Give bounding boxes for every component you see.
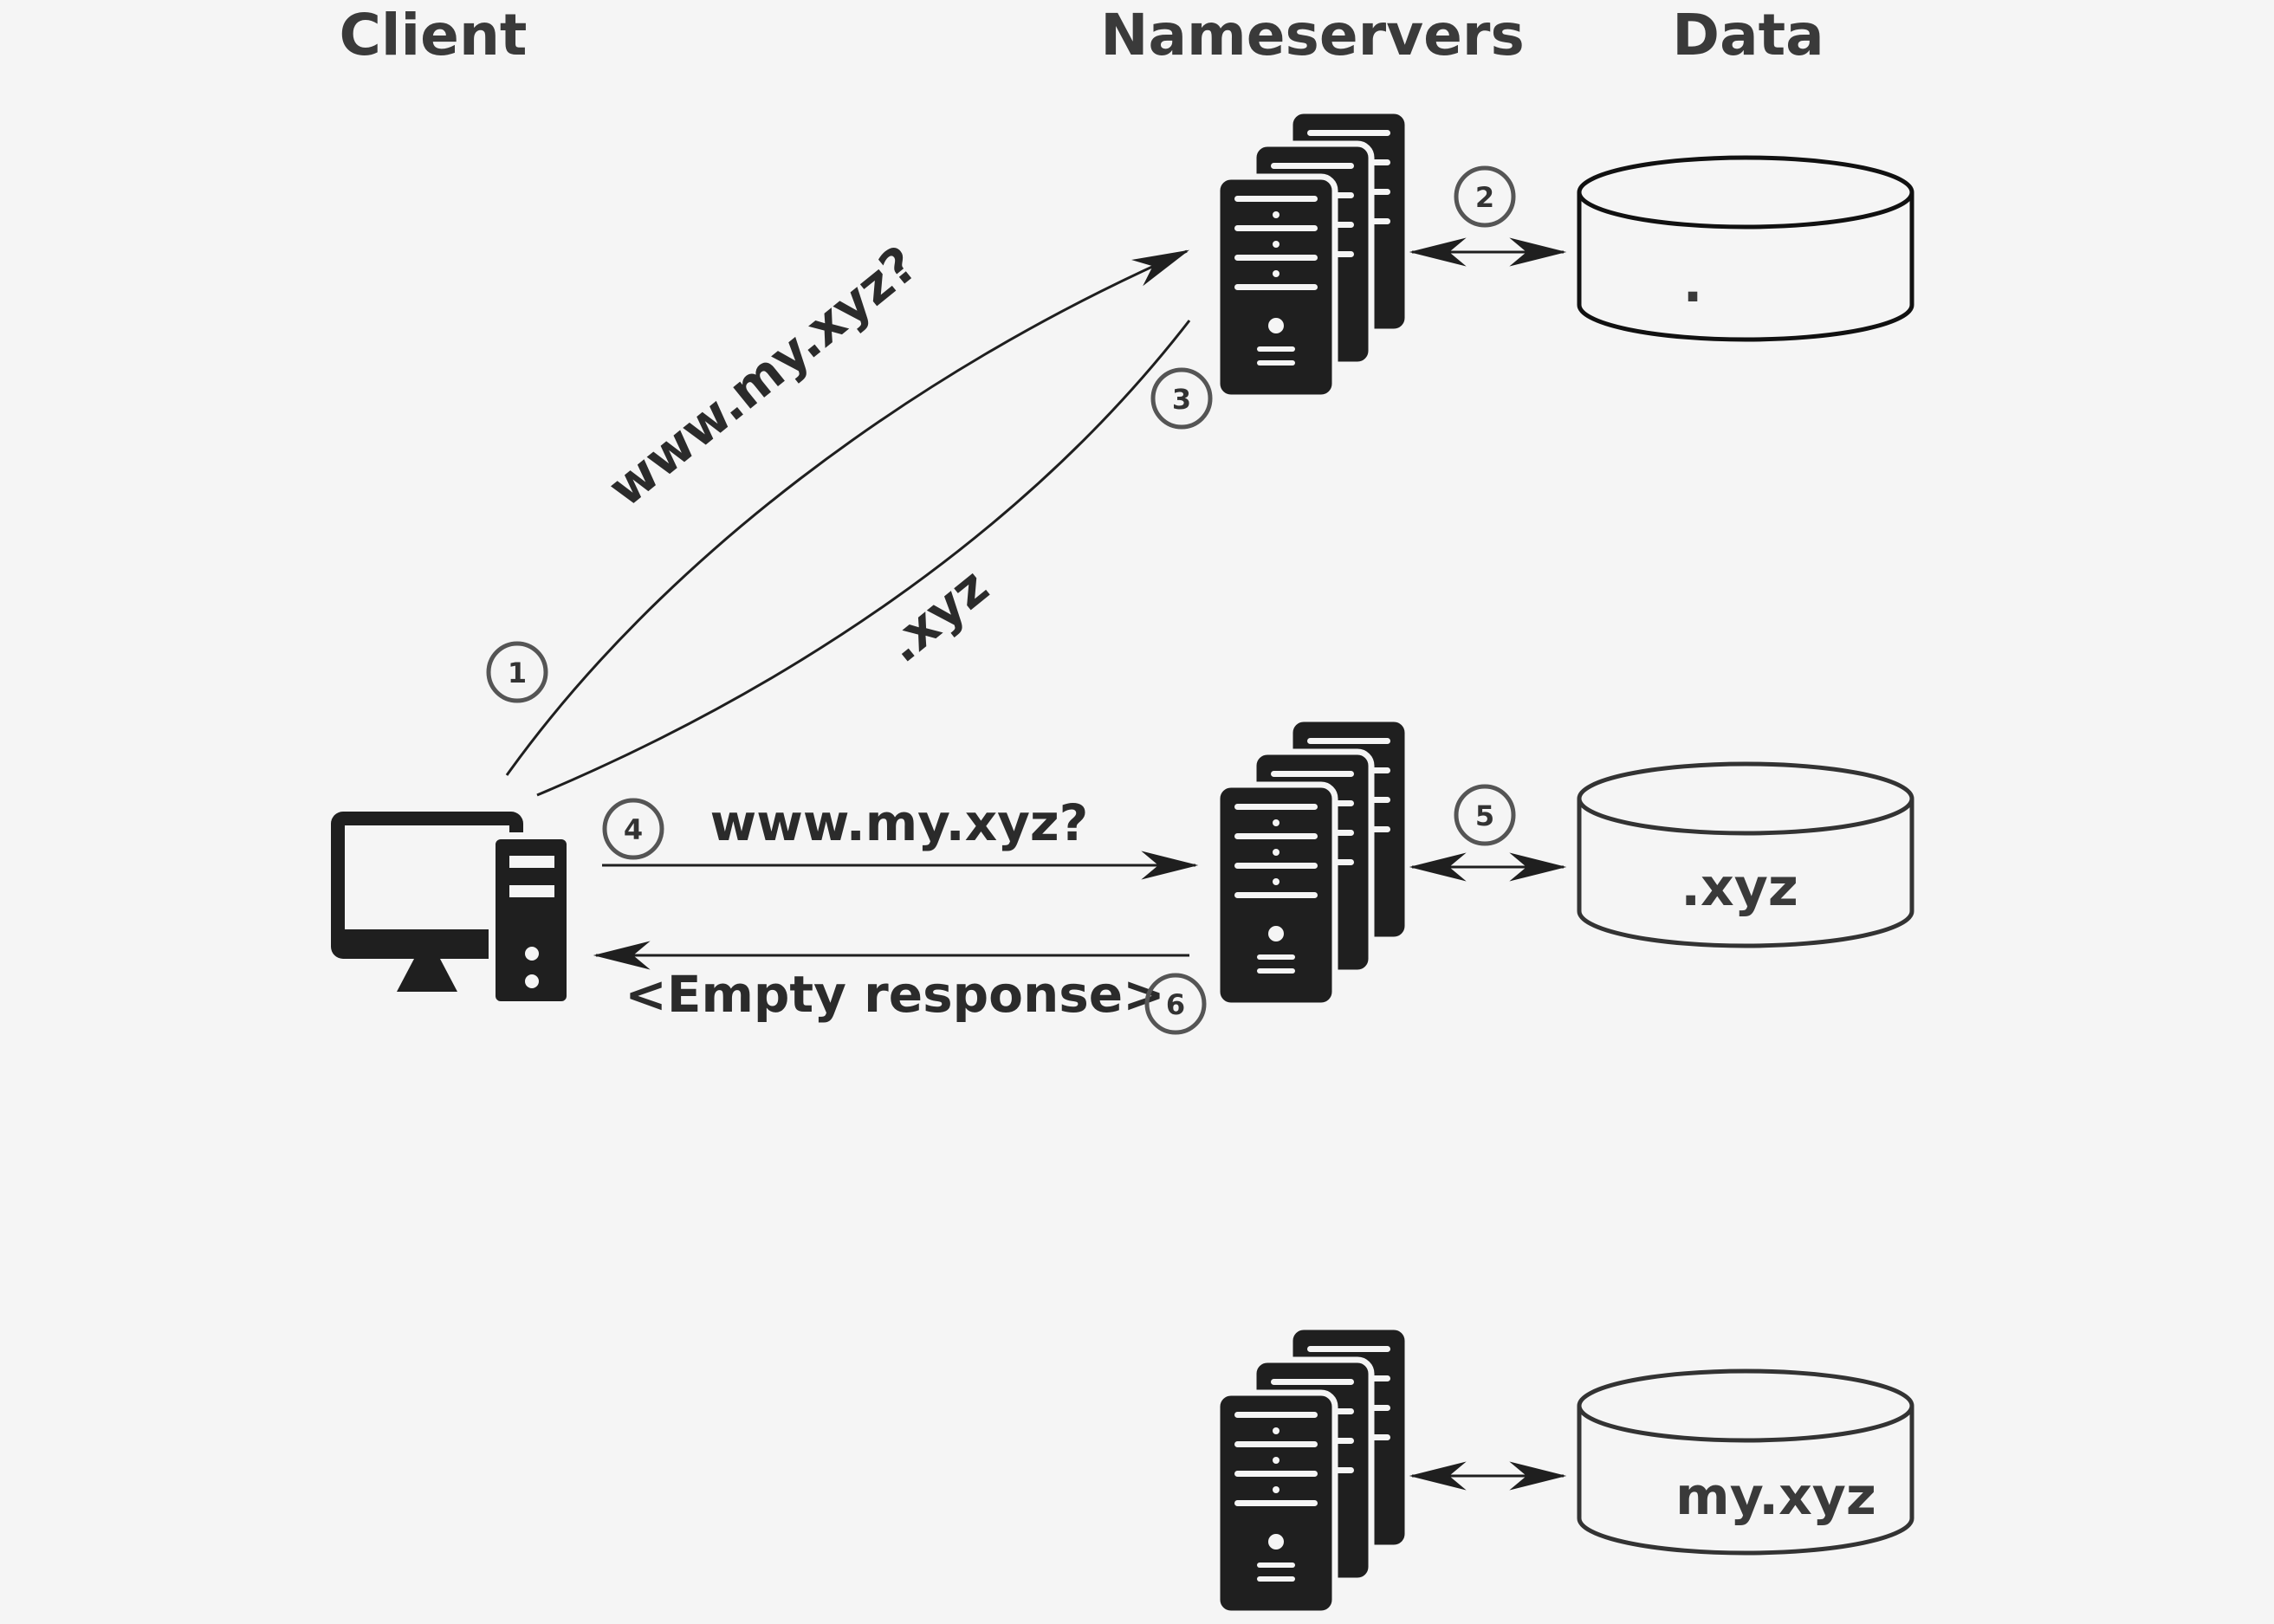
- referral-root-label: .xyz: [874, 557, 1000, 674]
- step-marker: 3: [1150, 367, 1213, 430]
- response-tld-label: <Empty response>: [625, 965, 1164, 1024]
- step-number: 1: [508, 657, 527, 689]
- step-number: 2: [1475, 181, 1494, 214]
- step-number: 3: [1172, 383, 1191, 416]
- server-stack-icon: [1217, 111, 1408, 398]
- desktop-computer-icon: [331, 812, 573, 1008]
- step-marker: 5: [1454, 784, 1516, 846]
- database-cylinder-icon: [1577, 761, 1914, 948]
- database-cylinder-icon: [1577, 1368, 1914, 1556]
- server-stack-icon: [1217, 1327, 1408, 1614]
- query-root-arrow: [505, 249, 1190, 776]
- query-root-label: www.my.xyz?: [597, 235, 928, 519]
- client-column-title: Client: [340, 2, 528, 68]
- nameservers-column-title: Nameservers: [1100, 2, 1525, 68]
- step-number: 4: [624, 813, 643, 846]
- server-stack-icon: [1217, 719, 1408, 1006]
- tld-zone-label: .xyz: [1681, 857, 1798, 918]
- step-marker: 2: [1454, 165, 1516, 228]
- database-cylinder-icon: [1577, 155, 1914, 342]
- domain-zone-label: my.xyz: [1675, 1466, 1876, 1527]
- referral-root-line: [536, 320, 1191, 797]
- step-number: 5: [1475, 799, 1494, 832]
- step-marker: 4: [602, 798, 664, 860]
- step-marker: 6: [1144, 973, 1207, 1035]
- root-zone-label: .: [1683, 254, 1703, 314]
- step-marker: 1: [486, 641, 548, 703]
- data-column-title: Data: [1672, 2, 1824, 68]
- query-tld-label: www.my.xyz?: [710, 793, 1089, 852]
- step-number: 6: [1166, 988, 1185, 1021]
